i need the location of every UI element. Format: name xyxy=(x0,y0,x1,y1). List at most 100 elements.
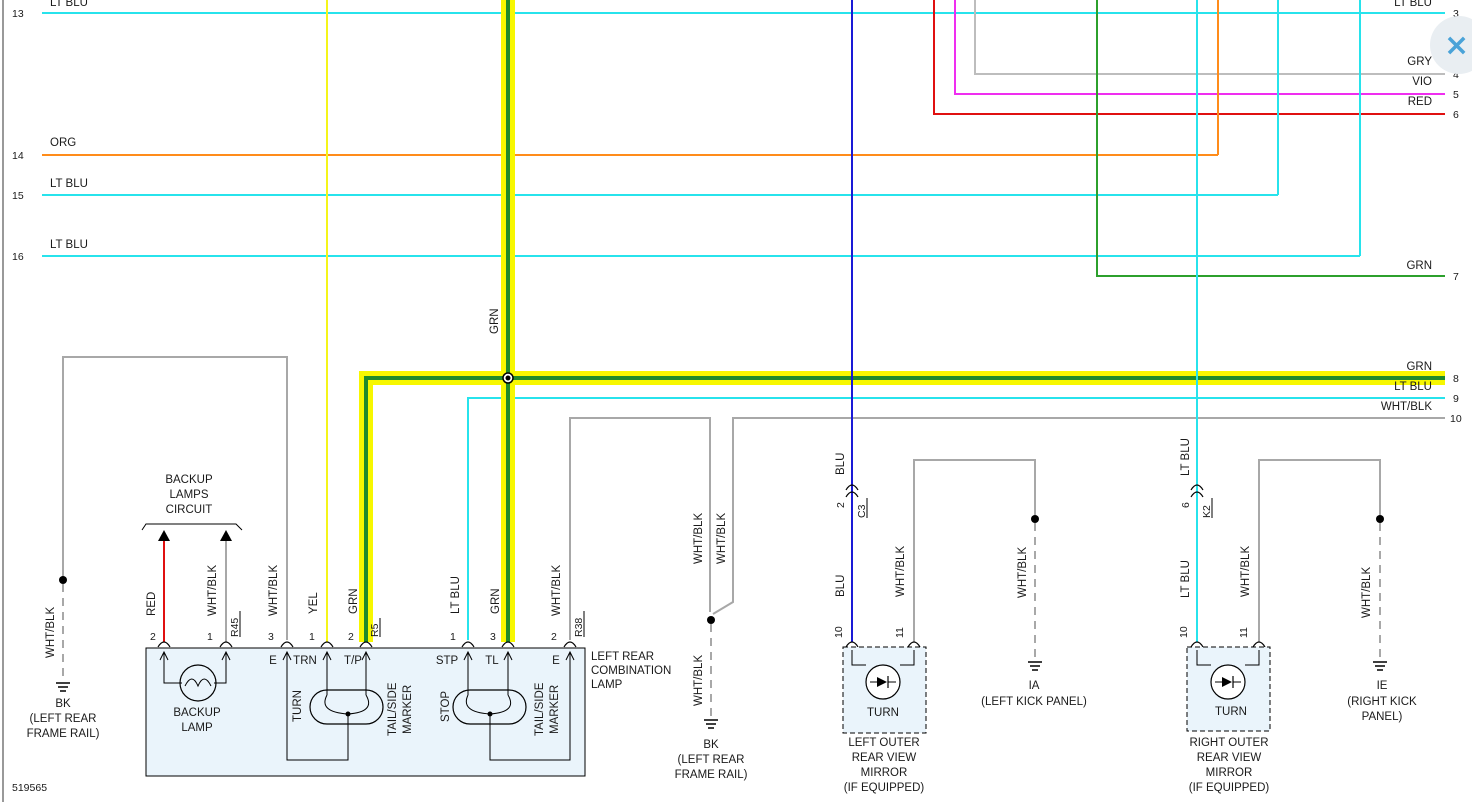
ground-symbol-icon xyxy=(704,719,718,729)
label-conn-c3: C3 xyxy=(856,504,868,518)
inline-connector-icon xyxy=(1190,491,1204,498)
ground-symbol-icon xyxy=(1373,661,1387,671)
label-wht-blk-10: WHT/BLK xyxy=(1381,401,1432,413)
label-ia-wire: WHT/BLK xyxy=(1017,547,1029,598)
row-14: 14 xyxy=(12,150,24,162)
label-red: RED xyxy=(1408,96,1432,108)
wire-gry-4 xyxy=(974,0,1445,75)
mirror-r-name4: (IF EQUIPPED) xyxy=(1189,782,1270,794)
backup-circuit-line2: LAMPS xyxy=(170,489,209,501)
wire-wht-blk-ground-left xyxy=(62,356,288,640)
label-r-pin-11: 11 xyxy=(1238,627,1250,638)
label-r-pin-10: 10 xyxy=(1178,626,1190,638)
label-lt-blu-lamp: LT BLU xyxy=(450,576,462,614)
wire-lt-blu-9 xyxy=(467,397,1445,640)
label-pin-11: 11 xyxy=(894,627,906,638)
left-outer-mirror: BLU 2 C3 BLU 10 11 WHT/BLK TURN LEFT OUT… xyxy=(833,453,1036,794)
backup-lamp-line1: BACKUP xyxy=(173,707,221,719)
inline-connector-icon xyxy=(845,491,859,498)
label-mirror-turn-l: TURN xyxy=(867,707,899,719)
ground-symbol-icon xyxy=(1028,661,1042,671)
ground-ia-loc: (LEFT KICK PANEL) xyxy=(981,696,1087,708)
arrow-up-icon xyxy=(220,530,232,541)
left-rear-combination-lamp: 2 1 3 1 2 1 3 2 RED WHT/BLK WHT/BLK YEL … xyxy=(145,565,671,777)
lamp-name-line1: LEFT REAR xyxy=(591,651,654,663)
ground-symbol-icon xyxy=(56,682,70,692)
label-wht-blk-b: WHT/BLK xyxy=(268,565,280,616)
figure-id: 519565 xyxy=(12,782,47,794)
label-conn-k2: K2 xyxy=(1201,505,1213,518)
ground-center-loc2: FRAME RAIL) xyxy=(675,769,748,781)
ground-ie-loc2: PANEL) xyxy=(1362,711,1403,723)
mirror-r-name2: REAR VIEW xyxy=(1197,752,1262,764)
label-tail-side-2: TAIL/SIDE xyxy=(534,682,546,736)
arrow-up-icon xyxy=(158,530,170,541)
pin-2c: 2 xyxy=(551,631,557,643)
label-lt-blu-9: LT BLU xyxy=(1394,381,1432,393)
row-10: 10 xyxy=(1450,413,1462,425)
label-lt-blu-15: LT BLU xyxy=(50,178,88,190)
ground-ia-name: IA xyxy=(1029,680,1040,692)
pin-1c: 1 xyxy=(450,631,456,643)
label-center-wire-a: WHT/BLK xyxy=(693,513,705,564)
right-outer-mirror: LT BLU 6 K2 LT BLU 10 11 WHT/BLK TURN RI… xyxy=(1178,438,1381,794)
label-lt-blu-16: LT BLU xyxy=(50,239,88,251)
backup-circuit-line1: BACKUP xyxy=(165,474,213,486)
label-pin-10: 10 xyxy=(833,626,845,638)
pin-3b: 3 xyxy=(490,631,496,643)
wire-vio-5 xyxy=(954,0,1445,95)
pin-2: 2 xyxy=(150,631,156,643)
label-lt-blu-top: LT BLU xyxy=(1180,438,1192,476)
row-5: 5 xyxy=(1453,89,1459,101)
pin-3: 3 xyxy=(268,631,274,643)
ground-center-name: BK xyxy=(703,739,719,751)
row-13: 13 xyxy=(12,8,24,20)
row-4: 4 xyxy=(1453,69,1459,81)
circuit-r45: R45 xyxy=(229,618,241,637)
label-lt-blu-bottom: LT BLU xyxy=(1180,560,1192,598)
wire-wht-blk-10-left xyxy=(569,417,711,640)
label-blu-top: BLU xyxy=(835,453,847,475)
ground-ie-name: IE xyxy=(1377,680,1388,692)
mirror-l-name3: MIRROR xyxy=(861,767,908,779)
label-blu-bottom: BLU xyxy=(835,575,847,597)
terminal-tl: TL xyxy=(485,655,499,667)
bulb-icon xyxy=(179,664,217,702)
dual-filament-bulb-icon xyxy=(452,689,527,725)
pin-2b: 2 xyxy=(348,631,354,643)
ground-center-loc1: (LEFT REAR xyxy=(678,754,745,766)
terminal-e1: E xyxy=(269,655,277,667)
splice-dot xyxy=(505,375,511,381)
mirror-l-name2: REAR VIEW xyxy=(852,752,917,764)
label-gry: GRY xyxy=(1407,56,1432,68)
dual-filament-bulb-icon xyxy=(309,689,384,725)
label-red-backup: RED xyxy=(146,592,158,616)
wire-grn-7 xyxy=(1096,0,1445,277)
label-wht-blk-c: WHT/BLK xyxy=(551,565,563,616)
label-tail-side-1: TAIL/SIDE xyxy=(387,682,399,736)
close-icon[interactable]: × xyxy=(1430,16,1472,74)
lamp-name-line3: LAMP xyxy=(591,679,623,691)
label-mirror-turn-r: TURN xyxy=(1215,706,1247,718)
harness-wires xyxy=(42,0,1445,642)
row-8: 8 xyxy=(1453,373,1459,385)
splice-ground-left xyxy=(59,576,67,584)
backup-lamp-line2: LAMP xyxy=(181,722,213,734)
label-grn-8: GRN xyxy=(1406,361,1432,373)
connector-pins xyxy=(157,641,577,648)
backup-circuit-line3: CIRCUIT xyxy=(166,504,213,516)
row-numbers: 13 14 15 16 3 4 5 6 7 8 9 10 xyxy=(12,8,1462,425)
label-grn-lamp-b: GRN xyxy=(490,588,502,614)
row-7: 7 xyxy=(1453,271,1459,283)
splice-ground-center xyxy=(707,616,715,624)
label-ground-left-wire: WHT/BLK xyxy=(45,607,57,658)
label-marker-2: MARKER xyxy=(549,685,561,734)
mirror-l-name4: (IF EQUIPPED) xyxy=(844,782,925,794)
label-marker-1: MARKER xyxy=(402,685,414,734)
backup-lamps-circuit: BACKUP LAMPS CIRCUIT xyxy=(141,474,243,642)
ground-left: WHT/BLK BK (LEFT REAR FRAME RAIL) xyxy=(27,356,288,740)
row-3: 3 xyxy=(1453,8,1459,20)
label-stop: STOP xyxy=(440,691,452,722)
terminal-trn: TRN xyxy=(293,655,317,667)
